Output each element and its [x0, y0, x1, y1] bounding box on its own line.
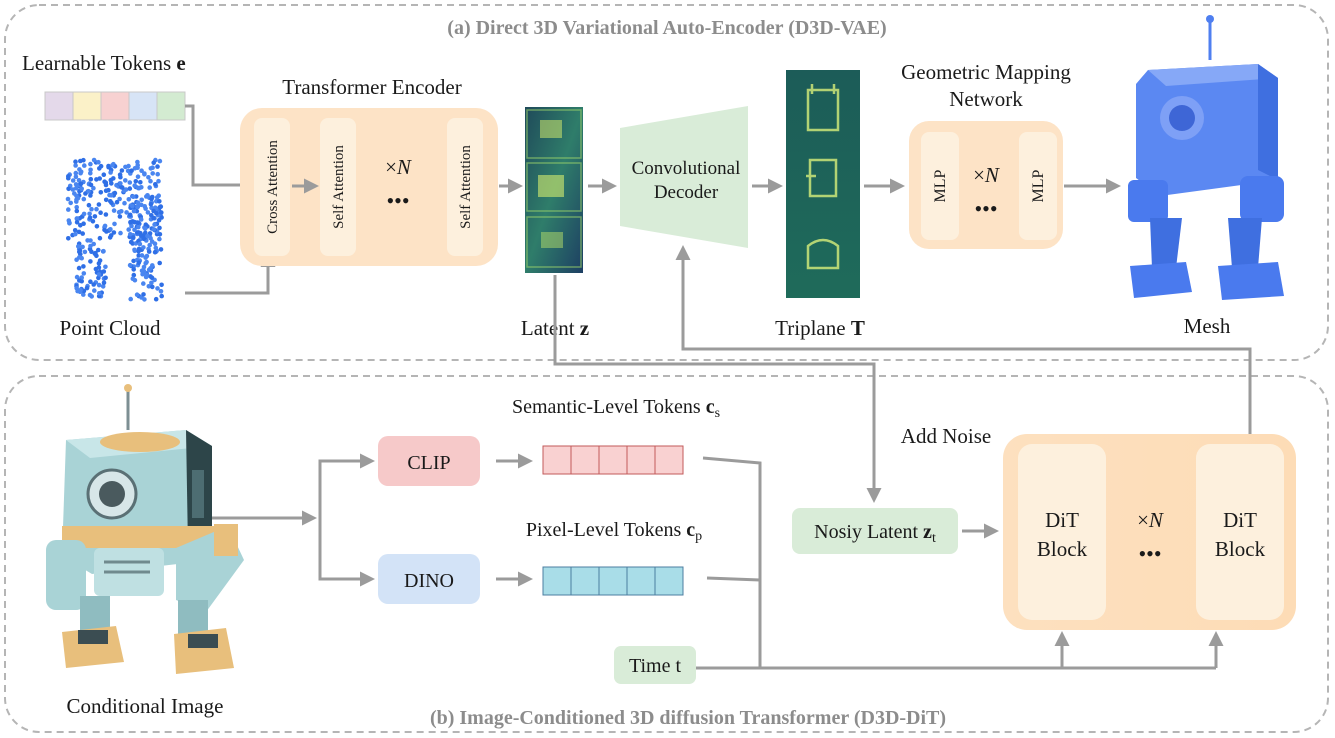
- dit-block-1-label-2: Block: [1037, 537, 1088, 561]
- gmn-label-1: Geometric Mapping: [901, 60, 1071, 84]
- vae-panel-frame: [4, 4, 1329, 361]
- latent-label: Latent z: [521, 316, 589, 340]
- pointcloud-to-encoder-arrow: [185, 252, 276, 295]
- dit-block-1: [1018, 444, 1106, 620]
- conditional-image-label: Conditional Image: [67, 694, 224, 718]
- semantic-tokens-label: Semantic-Level Tokens cs: [512, 396, 720, 421]
- dit-block-2-label-2: Block: [1215, 537, 1266, 561]
- latent-image: [525, 107, 583, 273]
- token-1: [44, 91, 74, 121]
- triplane-label: Triplane T: [775, 316, 865, 340]
- encoder-ellipsis: •••: [386, 188, 409, 213]
- add-noise-label: Add Noise: [901, 424, 991, 448]
- token-2: [72, 91, 102, 121]
- time-label: Time t: [629, 655, 682, 677]
- dit-ellipsis: •••: [1138, 541, 1161, 566]
- dit-to-decoder-arrow: [675, 245, 1252, 434]
- token-4: [128, 91, 158, 121]
- transformer-encoder-block: [240, 108, 498, 266]
- dino-label: DINO: [404, 570, 454, 592]
- split-to-dino-arrow: [318, 518, 375, 587]
- convolutional-decoder-block: [620, 106, 748, 248]
- learnable-tokens: [44, 91, 186, 121]
- semantic-tokens-line: [702, 456, 762, 668]
- learnable-tokens-label: Learnable Tokens e: [22, 51, 186, 75]
- dit-panel-frame: [4, 375, 1329, 733]
- triplane-image: [786, 70, 860, 298]
- clip-label: CLIP: [407, 452, 450, 474]
- point-cloud-image: [65, 157, 164, 302]
- conditional-image-robot: [46, 384, 244, 674]
- time-block: [614, 646, 696, 684]
- token-3: [100, 91, 130, 121]
- self-attention-block-1: [320, 118, 356, 256]
- encoder-times-n: ×N: [385, 155, 412, 179]
- dit-panel-title: (b) Image-Conditioned 3D diffusion Trans…: [430, 707, 946, 729]
- self-attention-label-1: Self Attention: [331, 145, 347, 229]
- gmn-times-n: ×N: [973, 163, 1000, 187]
- dit-times-n: ×N: [1137, 508, 1164, 532]
- clip-block: [378, 436, 480, 486]
- conv-decoder-label-1: Convolutional: [632, 158, 741, 179]
- dit-block-1-label-1: DiT: [1045, 508, 1079, 532]
- self-attention-block-2: [447, 118, 483, 256]
- mlp-block-2: [1019, 132, 1057, 240]
- pixel-tokens-label: Pixel-Level Tokens cp: [526, 519, 702, 544]
- noisy-latent-block: [792, 508, 958, 554]
- tokens-to-encoder-arrow: [185, 104, 255, 193]
- cross-attention-label: Cross Attention: [265, 140, 281, 234]
- pixel-tokens: [542, 566, 684, 596]
- split-to-clip-arrow: [318, 453, 375, 518]
- cross-attention-block: [254, 118, 290, 256]
- mlp-label-1: MLP: [932, 169, 949, 202]
- dit-block-2: [1196, 444, 1284, 620]
- mesh-label: Mesh: [1184, 314, 1231, 338]
- semantic-tokens: [542, 445, 684, 475]
- noisy-latent-label: Nosiy Latent zt: [814, 521, 936, 546]
- token-5: [156, 91, 186, 121]
- pixel-tokens-line: [706, 576, 761, 582]
- self-attention-label-2: Self Attention: [458, 145, 474, 229]
- gmn-label-2: Network: [949, 87, 1023, 111]
- vae-panel-title: (a) Direct 3D Variational Auto-Encoder (…: [447, 17, 886, 39]
- mlp-label-2: MLP: [1030, 169, 1047, 202]
- point-cloud-label: Point Cloud: [60, 316, 161, 340]
- dino-block: [378, 554, 480, 604]
- latent-to-noise-arrow: [553, 275, 882, 503]
- mlp-block-1: [921, 132, 959, 240]
- dit-block-2-label-1: DiT: [1223, 508, 1257, 532]
- mesh-robot-image: [1128, 15, 1284, 300]
- transformer-encoder-label: Transformer Encoder: [282, 75, 461, 99]
- gmn-ellipsis: •••: [974, 196, 997, 221]
- conv-decoder-label-2: Decoder: [654, 182, 719, 203]
